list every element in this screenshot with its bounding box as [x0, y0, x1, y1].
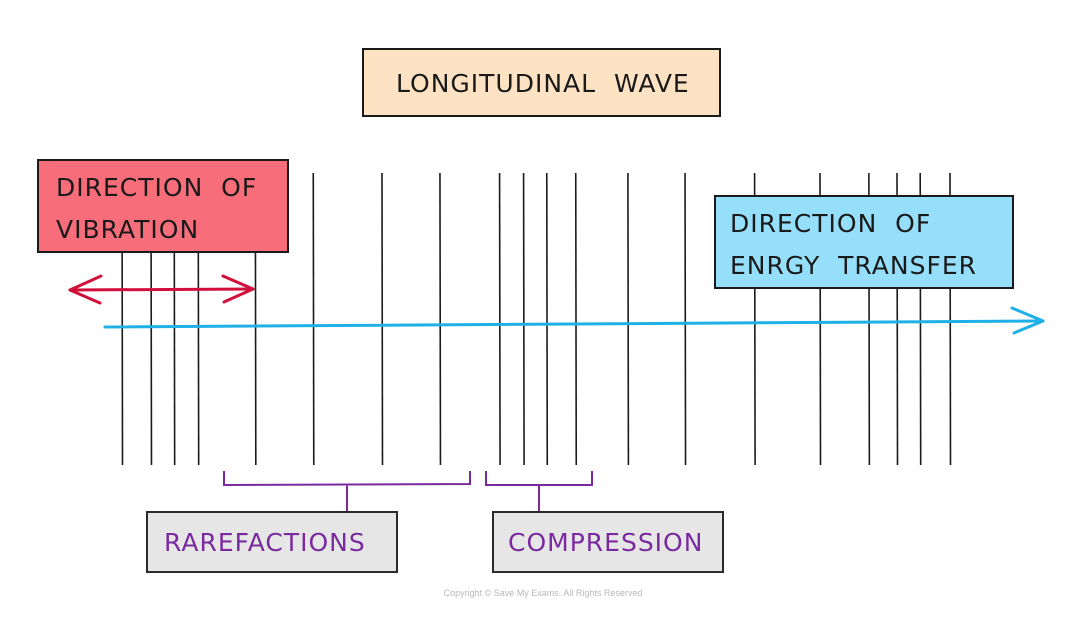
- rarefactions-label: RAREFACTIONS: [164, 528, 366, 557]
- direction-of-vibration-text: DIRECTION OF VIBRATION: [56, 167, 257, 251]
- title-box: LONGITUDINAL WAVE: [362, 48, 721, 117]
- copyright-notice: Copyright © Save My Exams. All Rights Re…: [443, 588, 643, 598]
- energy-line-2: ENRGY TRANSFER: [730, 251, 978, 280]
- energy-arrow-head: [1010, 306, 1045, 335]
- direction-of-vibration-box: DIRECTION OF VIBRATION: [37, 159, 289, 253]
- wave-line: [545, 172, 549, 466]
- brackets: [223, 471, 593, 511]
- compression-bracket: [485, 471, 593, 511]
- compression-label: COMPRESSION: [508, 528, 704, 557]
- title-text: LONGITUDINAL WAVE: [396, 69, 690, 98]
- rarefactions-label-box: RAREFACTIONS: [146, 511, 398, 573]
- compression-label-box: COMPRESSION: [492, 511, 724, 573]
- vibration-arrow-right-head: [221, 274, 255, 304]
- vibration-line-1: DIRECTION OF: [56, 173, 258, 202]
- wave-line: [627, 172, 630, 466]
- vibration-arrow-shaft: [68, 287, 255, 292]
- energy-line-1: DIRECTION OF: [730, 209, 932, 238]
- vibration-line-2: VIBRATION: [56, 215, 200, 244]
- wave-line: [312, 172, 315, 466]
- direction-of-energy-transfer-text: DIRECTION OF ENRGY TRANSFER: [730, 203, 977, 287]
- wave-line: [522, 172, 525, 466]
- vibration-arrow: [68, 274, 255, 305]
- wave-line: [574, 172, 578, 466]
- direction-of-energy-transfer-box: DIRECTION OF ENRGY TRANSFER: [714, 195, 1014, 289]
- wave-lines: [121, 172, 952, 466]
- wave-line: [381, 172, 384, 466]
- wave-line: [439, 172, 442, 466]
- wave-line: [684, 172, 687, 466]
- energy-arrow: [103, 306, 1045, 335]
- wave-line: [498, 172, 501, 466]
- rarefactions-bracket: [223, 471, 471, 511]
- energy-arrow-shaft: [103, 319, 1045, 329]
- vibration-arrow-left-head: [68, 274, 103, 305]
